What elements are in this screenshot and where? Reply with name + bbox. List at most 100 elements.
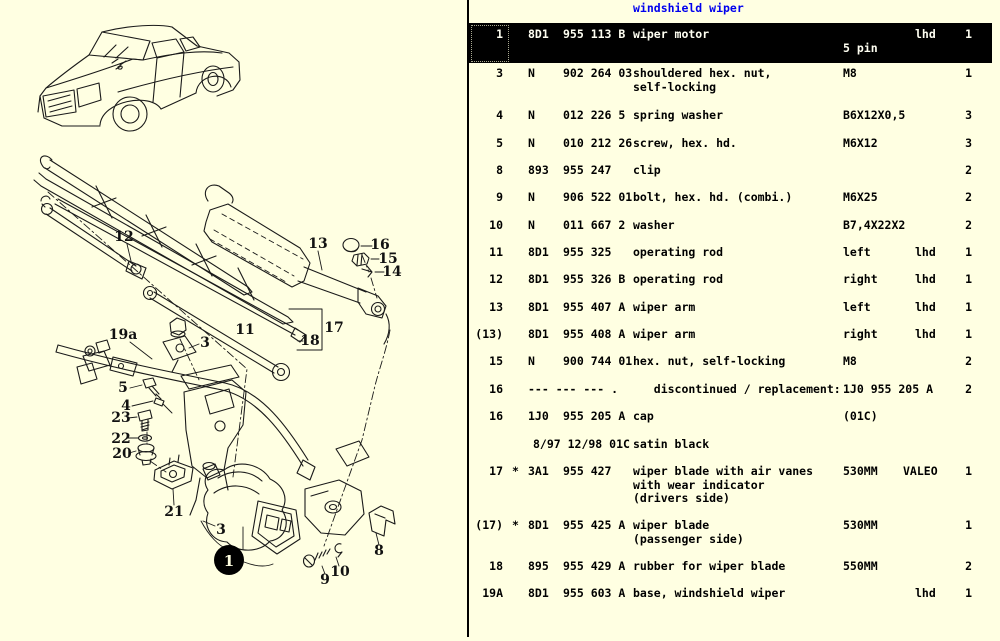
quantity: 1 [965,518,972,532]
description-line: (passenger side) [633,531,744,546]
description-line: self-locking [633,79,717,94]
diagram-label-16-2[interactable]: 16 [370,237,389,253]
mount-bracket-drawing [153,364,247,516]
part-row[interactable]: 16--- --- --- . discontinued / replaceme… [469,383,992,397]
part-number-prefix: N [528,354,535,368]
diagram-label-8-17[interactable]: 8 [374,543,384,559]
diagram-label-11-5[interactable]: 11 [235,322,254,338]
diagram-label-3-9[interactable]: 3 [200,335,210,351]
description-line: operating rod [633,245,724,259]
diagram-label-12-0[interactable]: 12 [114,229,133,245]
validity-note: 8/97 12/98 01C [533,437,630,451]
part-number-prefix: 1J0 [528,409,549,423]
diagram-label-10-19[interactable]: 10 [330,564,350,580]
item-number: (17) [475,518,503,532]
quantity: 3 [965,136,972,150]
quantity: 1 [965,27,972,41]
part-number: 955 205 A [563,409,626,423]
part-number: 900 744 01 [563,354,633,368]
selection-marquee [471,25,509,62]
screw-9-glyph [302,548,331,568]
description-line: base, windshield wiper [633,586,786,600]
diagram-label-4-11[interactable]: 4 [121,398,131,414]
item-number: 9 [496,190,503,204]
size-or-variant: 530MM [843,464,878,478]
diagram-label-15-3[interactable]: 15 [378,251,397,267]
part-number-prefix: 8D1 [528,327,549,341]
description-line: wiper blade with air vanes [633,464,814,478]
item-number: 3 [496,66,503,80]
part-number: 902 264 03 [563,66,633,80]
screw-5-glyph [142,377,162,400]
part-number: 955 603 A [563,586,626,600]
star-marker: * [512,464,519,478]
diagram-label-3-16[interactable]: 3 [216,522,226,538]
item-number: 11 [489,245,503,259]
part-number-prefix: 3A1 [528,464,549,478]
diagram-label-22-13[interactable]: 22 [111,431,130,447]
part-number: 955 113 B [563,27,626,41]
steering-variant: lhd [915,586,936,600]
description-line: cap [633,409,654,423]
diagram-label-20-14[interactable]: 20 [112,446,132,462]
part-number: 955 326 B [563,272,626,286]
part-number: 955 407 A [563,300,626,314]
description-line: hex. nut, self-locking [633,354,786,368]
selected-item-callout[interactable] [214,545,244,575]
part-number-prefix: N [528,66,535,80]
diagram-label-9-18[interactable]: 9 [320,572,330,588]
page-title: windshield wiper [633,1,744,15]
diagram-label-21-15[interactable]: 21 [164,504,183,520]
ring-10-glyph [334,543,343,558]
part-number-prefix: 8D1 [528,27,549,41]
screw-23-glyph [137,409,153,432]
size-or-variant: M6X25 [843,190,878,204]
description-line: rubber for wiper blade [633,559,786,573]
size-or-variant: left [843,300,871,314]
steering-variant: lhd [915,300,936,314]
diagram-label-19a-8[interactable]: 19a [109,327,138,343]
part-number-prefix: 8D1 [528,300,549,314]
steering-variant: lhd [915,245,936,259]
part-number-prefix: 8D1 [528,245,549,259]
description-line: with wear indicator [633,477,765,492]
diagram-label-13-1[interactable]: 13 [308,236,327,252]
steering-variant: lhd [915,327,936,341]
quantity: 2 [965,163,972,177]
part-number: 955 427 [563,464,612,478]
diagram-label-5-10[interactable]: 5 [118,380,128,396]
diagram-label-14-4[interactable]: 14 [382,264,402,280]
part-number-prefix: N [528,218,535,232]
car-overview-drawing [37,24,241,132]
diagram-label-23-12[interactable]: 23 [111,410,130,426]
selected-item-callout-number[interactable]: 1 [224,552,234,570]
quantity: 2 [965,382,972,396]
pin-4-glyph [153,397,165,407]
size-or-variant: right [843,272,878,286]
diagram-label-17-6[interactable]: 17 [324,320,343,336]
wiper-arm-drawing [203,184,390,345]
part-number-prefix: 895 [528,559,549,573]
part-number-placeholder: --- --- --- . [528,382,619,396]
diagram-label-18-7[interactable]: 18 [300,333,319,349]
diagram-centerlines [47,191,391,547]
